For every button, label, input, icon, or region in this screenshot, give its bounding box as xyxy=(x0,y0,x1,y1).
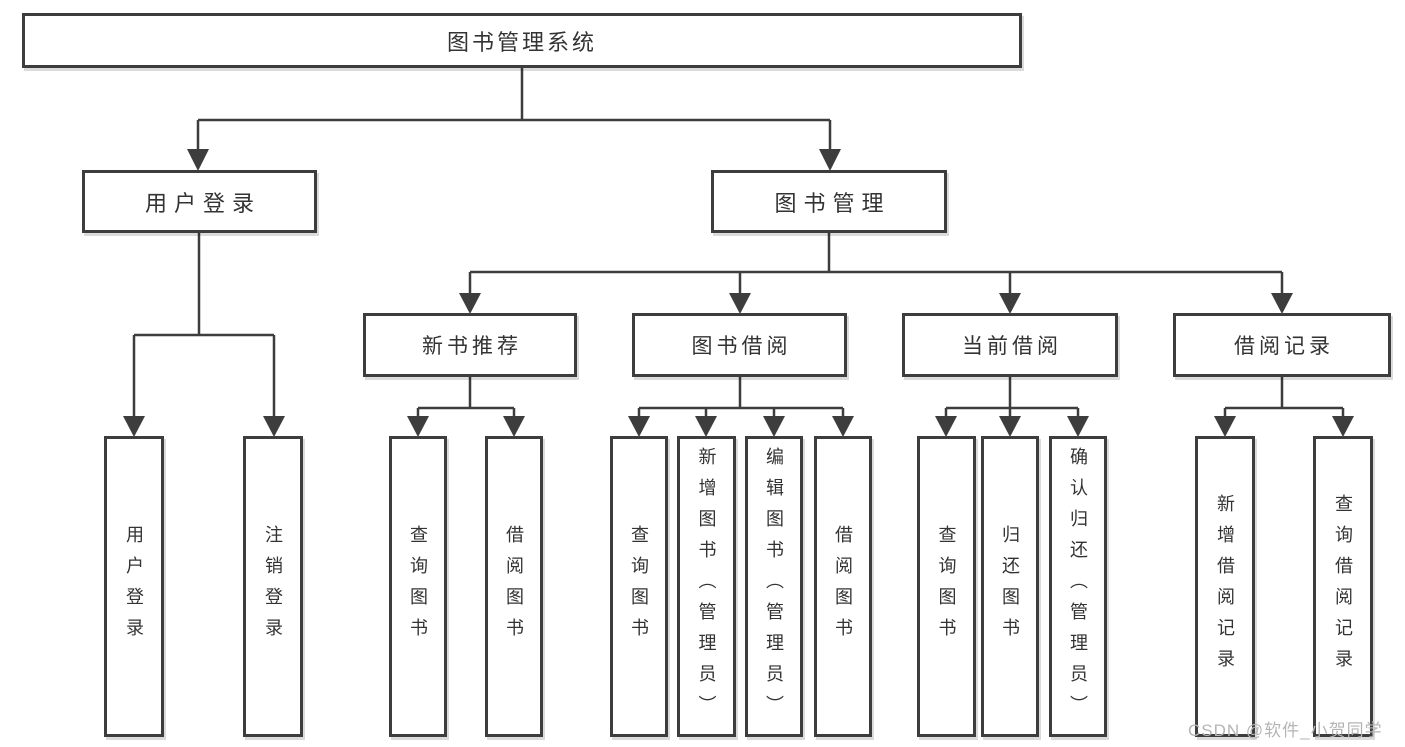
connector-root xyxy=(196,68,832,150)
node-book-management-label: 图书管理 xyxy=(774,190,891,216)
node-new-book-recommend: 新书推荐 xyxy=(363,313,577,377)
arrowhead xyxy=(999,293,1021,314)
arrowhead xyxy=(935,416,957,437)
leaf-query-books-2-label: 查询图书 xyxy=(629,524,649,649)
leaf-return-books: 归还图书 xyxy=(981,436,1039,737)
node-book-borrow-label: 图书借阅 xyxy=(691,335,792,358)
arrowhead xyxy=(832,416,854,437)
node-root-label: 图书管理系统 xyxy=(446,29,597,55)
arrowhead xyxy=(763,416,785,437)
node-new-book-recommend-label: 新书推荐 xyxy=(422,335,522,358)
leaf-add-borrow-record: 新增借阅记录 xyxy=(1195,436,1255,737)
arrowhead xyxy=(1332,416,1354,437)
leaf-borrow-books-2: 借阅图书 xyxy=(814,436,872,737)
arrowhead xyxy=(187,149,209,171)
leaf-add-books-admin: 新增图书（管理员） xyxy=(677,436,736,737)
leaf-edit-books-admin-label: 编辑图书（管理员） xyxy=(764,447,784,726)
arrowhead xyxy=(459,293,481,314)
arrowhead xyxy=(263,416,285,437)
node-user-login-label: 用户登录 xyxy=(144,190,261,216)
arrowhead xyxy=(1271,293,1293,314)
leaf-user-login-label: 用户登录 xyxy=(124,524,144,649)
leaf-edit-books-admin: 编辑图书（管理员） xyxy=(745,436,803,737)
connector-groups xyxy=(416,377,1345,418)
node-book-borrow: 图书借阅 xyxy=(632,313,847,377)
leaf-query-books-3: 查询图书 xyxy=(917,436,976,737)
arrowhead xyxy=(123,416,145,437)
leaf-confirm-return-admin: 确认归还（管理员） xyxy=(1049,436,1107,737)
leaf-query-books-1: 查询图书 xyxy=(389,436,447,737)
leaf-query-borrow-record-label: 查询借阅记录 xyxy=(1333,493,1353,680)
node-root: 图书管理系统 xyxy=(22,13,1022,68)
leaf-user-login: 用户登录 xyxy=(104,436,164,737)
leaf-query-borrow-record: 查询借阅记录 xyxy=(1313,436,1373,737)
leaf-add-books-admin-label: 新增图书（管理员） xyxy=(696,447,717,726)
leaf-add-borrow-record-label: 新增借阅记录 xyxy=(1215,493,1235,680)
arrowhead xyxy=(999,416,1021,437)
arrowhead xyxy=(407,416,429,437)
node-user-login: 用户登录 xyxy=(82,170,317,233)
leaf-logout: 注销登录 xyxy=(243,436,303,737)
arrowhead xyxy=(1067,416,1089,437)
arrowhead xyxy=(695,416,717,437)
node-book-management: 图书管理 xyxy=(711,170,947,233)
connector-book-mgmt xyxy=(468,233,1284,295)
node-current-borrow-label: 当前借阅 xyxy=(962,335,1062,358)
arrowhead xyxy=(628,416,650,437)
node-current-borrow: 当前借阅 xyxy=(902,313,1118,377)
leaf-borrow-books-1: 借阅图书 xyxy=(485,436,543,737)
leaf-query-books-3-label: 查询图书 xyxy=(936,524,957,649)
arrowhead xyxy=(729,293,751,314)
leaf-return-books-label: 归还图书 xyxy=(1000,524,1020,649)
node-borrow-records-label: 借阅记录 xyxy=(1234,335,1334,358)
leaf-query-books-1-label: 查询图书 xyxy=(408,524,428,649)
leaf-logout-label: 注销登录 xyxy=(263,524,283,649)
arrowhead xyxy=(1214,416,1236,437)
watermark: CSDN @软件_小贺同学 xyxy=(1188,721,1383,740)
leaf-confirm-return-admin-label: 确认归还（管理员） xyxy=(1068,447,1088,726)
leaf-query-books-2: 查询图书 xyxy=(610,436,668,737)
arrowhead xyxy=(503,416,525,437)
leaf-borrow-books-1-label: 借阅图书 xyxy=(504,524,524,649)
leaf-borrow-books-2-label: 借阅图书 xyxy=(833,524,853,649)
connector-user-login xyxy=(132,233,276,418)
node-borrow-records: 借阅记录 xyxy=(1173,313,1391,377)
arrowhead xyxy=(819,149,841,171)
